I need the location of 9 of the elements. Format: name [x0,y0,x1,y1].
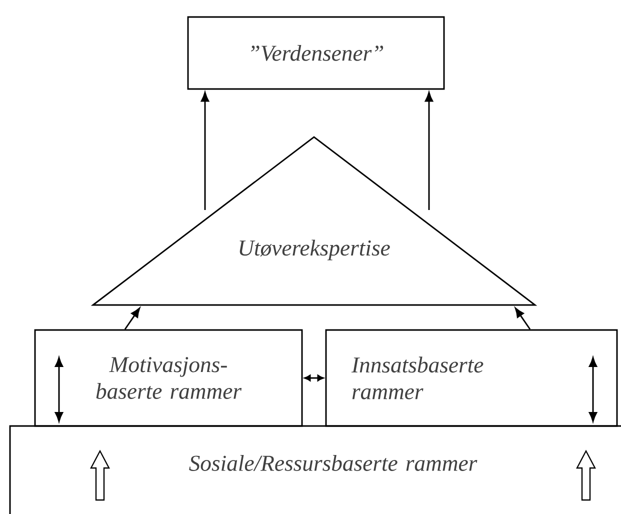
arrow [514,308,531,330]
framework-box: Motivasjons- baserte rammer [34,329,303,427]
result-box: ”Verdensener” [187,16,445,90]
arrow [424,92,434,210]
arrow [124,308,140,330]
arrow [304,374,324,382]
foundation-box: Sosiale/Ressursbaserte rammer [9,425,621,514]
arrow [200,92,210,210]
framework-box: Innsatsbaserte rammer [325,329,618,427]
